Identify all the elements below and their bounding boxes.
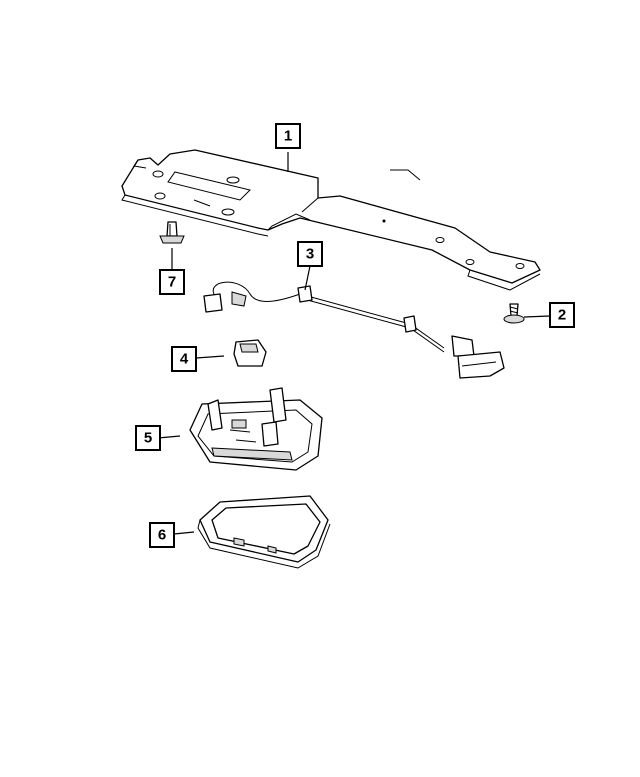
leader-5 bbox=[157, 435, 181, 439]
callout-1-label: 1 bbox=[284, 128, 292, 145]
callout-2-label: 2 bbox=[558, 307, 566, 324]
part-1-bracket bbox=[121, 149, 541, 291]
part-7-fastener bbox=[159, 221, 185, 244]
callout-1: 1 bbox=[275, 123, 301, 149]
leader-3 bbox=[304, 265, 311, 291]
callout-4: 4 bbox=[171, 346, 197, 372]
callout-5: 5 bbox=[135, 425, 161, 451]
callout-2: 2 bbox=[549, 302, 575, 328]
callout-3-label: 3 bbox=[306, 246, 314, 263]
part-6-trim-bezel bbox=[197, 495, 331, 569]
callout-4-label: 4 bbox=[180, 351, 189, 368]
part-3-wire-harness bbox=[203, 281, 505, 379]
part-4-sensor bbox=[233, 339, 267, 367]
callout-6-label: 6 bbox=[158, 527, 166, 544]
callout-5-label: 5 bbox=[144, 430, 152, 447]
leader-lines bbox=[157, 152, 551, 535]
leader-4 bbox=[195, 355, 225, 359]
callout-6: 6 bbox=[149, 522, 175, 548]
callout-7: 7 bbox=[159, 269, 185, 295]
part-5-lamp-housing bbox=[189, 387, 323, 471]
leader-6 bbox=[173, 531, 195, 535]
callout-7-label: 7 bbox=[168, 274, 176, 291]
callout-3: 3 bbox=[297, 241, 323, 267]
leader-2 bbox=[523, 315, 551, 318]
part-2-screw bbox=[503, 303, 525, 324]
